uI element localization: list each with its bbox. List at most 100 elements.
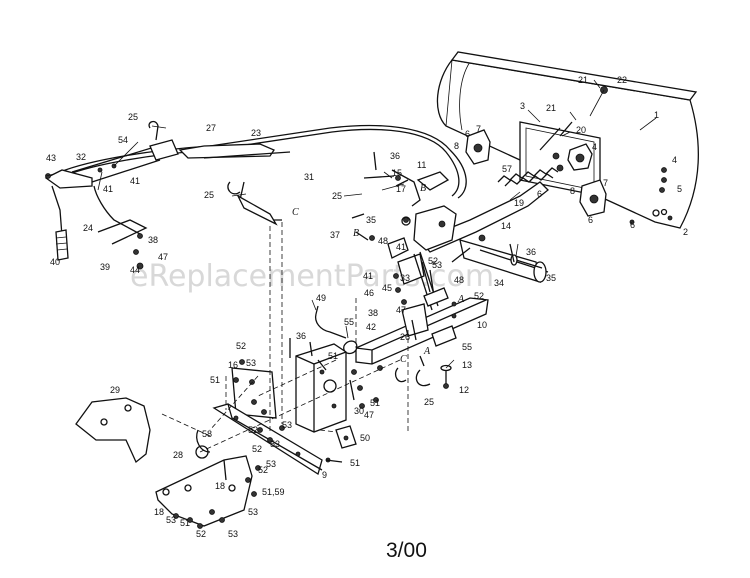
callout-36a: 36: [390, 151, 400, 161]
callout-52d: 52: [196, 529, 206, 539]
part-number-callouts: 1 2 3 4 4 5 6 6 6 6 7 7 8 8 9 10 11 12 1…: [46, 75, 688, 539]
callout-54: 54: [118, 135, 128, 145]
callout-11: 11: [417, 160, 426, 170]
callout-16: 16: [228, 360, 238, 370]
callout-38b: 38: [368, 308, 378, 318]
callout-53g: 53: [228, 529, 238, 539]
callout-40: 40: [50, 257, 60, 267]
callout-24: 24: [83, 223, 93, 233]
callout-23: 23: [251, 128, 261, 138]
callout-6b: 6: [537, 189, 542, 199]
callout-21a: 21: [578, 75, 588, 85]
callout-35b: 35: [546, 273, 556, 283]
callout-28: 28: [173, 450, 183, 460]
callout-26: 26: [400, 332, 410, 342]
callout-4a: 4: [592, 142, 597, 152]
callout-25d: 25: [424, 397, 434, 407]
callout-31: 31: [304, 172, 314, 182]
callout-57: 57: [502, 164, 512, 174]
callout-21b: 21: [546, 103, 556, 113]
reference-letters: A A B B C C: [292, 183, 465, 365]
callout-33: 33: [400, 273, 410, 283]
callout-47b: 47: [396, 305, 406, 315]
callout-47c: 47: [364, 410, 374, 420]
push-frame: [363, 169, 549, 283]
callout-51d: 51: [350, 458, 360, 468]
callout-53e: 53: [248, 507, 258, 517]
leader-lines: [45, 79, 657, 369]
callout-52a: 52: [236, 341, 246, 351]
callout-20: 20: [576, 125, 586, 135]
callout-55a: 55: [344, 317, 354, 327]
callout-58: 58: [202, 429, 212, 439]
callout-55b: 55: [462, 342, 472, 352]
letter-b-1: B: [353, 228, 359, 239]
callout-42: 42: [366, 322, 376, 332]
callout-52g: 52: [252, 444, 262, 454]
callout-17: 17: [396, 184, 406, 194]
callout-49: 49: [316, 293, 326, 303]
callout-3: 3: [520, 101, 525, 111]
callout-4b: 4: [672, 155, 677, 165]
callout-52b: 52: [248, 425, 258, 435]
letter-a-1: A: [423, 346, 431, 357]
callout-2: 2: [683, 227, 688, 237]
callout-53d: 53: [266, 459, 276, 469]
callout-18b: 18: [154, 507, 164, 517]
callout-45: 45: [382, 283, 392, 293]
callout-50: 50: [360, 433, 370, 443]
callout-52e: 52: [428, 256, 438, 266]
callout-51b: 51: [328, 351, 338, 361]
letter-a-2: A: [457, 294, 465, 305]
callout-25c: 25: [332, 191, 342, 201]
callout-25b: 25: [204, 190, 214, 200]
callout-32: 32: [76, 152, 86, 162]
callout-19: 19: [514, 198, 524, 208]
callout-13: 13: [462, 360, 472, 370]
callout-39: 39: [100, 262, 110, 272]
date-code: 3/00: [386, 539, 427, 562]
callout-29: 29: [110, 385, 120, 395]
callout-44: 44: [130, 265, 140, 275]
callout-52f: 52: [474, 291, 484, 301]
callout-6c: 6: [588, 215, 593, 225]
callout-25a: 25: [128, 112, 138, 122]
letter-c-2: C: [400, 354, 407, 365]
frame-brace-and-brackets: [75, 338, 379, 529]
callout-48b: 48: [454, 275, 464, 285]
callout-8a: 8: [454, 141, 459, 151]
callout-48a: 48: [378, 236, 388, 246]
callout-10: 10: [477, 320, 487, 330]
callout-5: 5: [677, 184, 682, 194]
callout-43: 43: [46, 153, 56, 163]
callout-14: 14: [501, 221, 511, 231]
callout-30: 30: [354, 406, 364, 416]
callout-53h: 53: [432, 260, 442, 270]
callout-7b: 7: [603, 178, 608, 188]
callout-51c: 51: [370, 398, 380, 408]
callout-6a: 6: [465, 129, 470, 139]
callout-8b: 8: [570, 186, 575, 196]
lift-cable-and-handle: [44, 120, 467, 270]
letter-b-2: B: [420, 183, 426, 194]
callout-41a: 41: [103, 184, 113, 194]
callout-53f: 53: [166, 515, 176, 525]
callout-34: 34: [494, 278, 504, 288]
callout-15: 15: [392, 168, 402, 178]
callout-51a: 51: [210, 375, 220, 385]
callout-41d: 41: [363, 271, 373, 281]
mounting-plates: [231, 343, 357, 449]
callout-1: 1: [654, 110, 659, 120]
callout-36c: 36: [296, 331, 306, 341]
callout-53a: 53: [246, 358, 256, 368]
callout-9: 9: [322, 470, 327, 480]
callout-53b: 53: [282, 420, 292, 430]
callout-36b: 36: [526, 247, 536, 257]
callout-18a: 18: [215, 481, 225, 491]
callout-27: 27: [206, 123, 216, 133]
callout-51e: 51: [180, 518, 190, 528]
callout-35a: 35: [366, 215, 376, 225]
callout-22: 22: [617, 75, 627, 85]
callout-46: 46: [364, 288, 374, 298]
callout-38a: 38: [148, 235, 158, 245]
